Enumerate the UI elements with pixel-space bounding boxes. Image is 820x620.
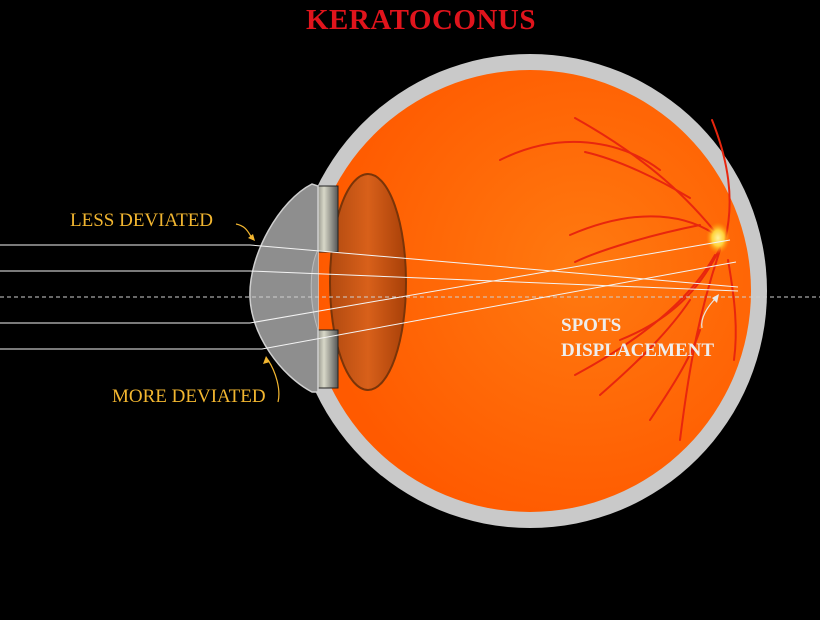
less-deviated-arrow	[235, 223, 253, 239]
macula-spot	[706, 222, 730, 254]
spots-arrow	[701, 297, 717, 329]
diagram-title: KERATOCONUS	[305, 4, 537, 36]
ray-4	[0, 261, 737, 350]
less-deviated-arrowhead	[248, 234, 255, 241]
cornea-inner	[310, 249, 319, 331]
spots-displacement-label: SPOTS DISPLACEMENT	[561, 313, 714, 363]
spots-arrowhead	[712, 294, 719, 303]
light-rays	[0, 239, 739, 350]
ray-1	[0, 244, 739, 288]
retina	[309, 70, 751, 512]
spots-label-line1: SPOTS	[561, 315, 622, 336]
cornea-cone	[249, 183, 319, 393]
ray-2	[0, 270, 739, 292]
more-deviated-label: MORE DEVIATED	[112, 386, 266, 407]
retinal-vessels	[499, 117, 737, 441]
spots-label-line2: DISPLACEMENT	[561, 340, 715, 361]
ray-3	[0, 239, 731, 324]
more-deviated-arrow	[267, 359, 280, 403]
less-deviated-label: LESS DEVIATED	[70, 210, 214, 231]
more-deviated-arrowhead	[263, 356, 270, 364]
crystalline-lens	[329, 173, 407, 391]
